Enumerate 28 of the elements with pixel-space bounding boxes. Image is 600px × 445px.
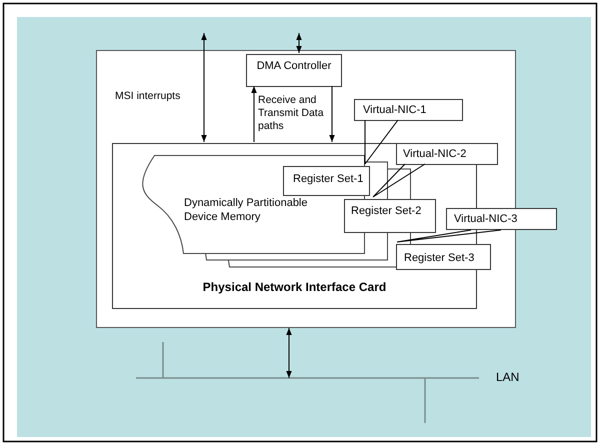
annotation-text: Receive and Transmit Data paths [258, 94, 325, 133]
host-box [96, 50, 516, 328]
arrow [251, 86, 257, 142]
callout-pointer [396, 230, 502, 242]
callout-box [396, 143, 498, 165]
arrow [329, 86, 335, 142]
callout-box [354, 99, 463, 121]
register-box [344, 199, 436, 233]
box-label: Register Set-2 [351, 204, 422, 218]
memory-label: Dynamically Partitionable Device Memory [184, 196, 308, 224]
callout-pointer [372, 164, 426, 198]
arrow [201, 32, 207, 142]
box-label: Register Set-1 [293, 172, 364, 186]
callout-pointer [364, 120, 398, 164]
controller-box [246, 54, 342, 87]
arrow [286, 328, 292, 378]
card-title: Physical Network Interface Card [202, 280, 388, 294]
annotation-text: MSI interrupts [115, 90, 182, 103]
register-box [396, 244, 491, 270]
box-label: Virtual-NIC-1 [363, 103, 426, 117]
register-box [283, 166, 370, 196]
callout-box [446, 208, 557, 230]
box-label: DMA Controller [256, 59, 332, 73]
box-label: Register Set-3 [404, 251, 474, 265]
box-label: Virtual-NIC-2 [403, 147, 466, 161]
network-label: LAN [496, 370, 520, 384]
box-label: Virtual-NIC-3 [454, 212, 518, 226]
arrow [296, 32, 302, 54]
